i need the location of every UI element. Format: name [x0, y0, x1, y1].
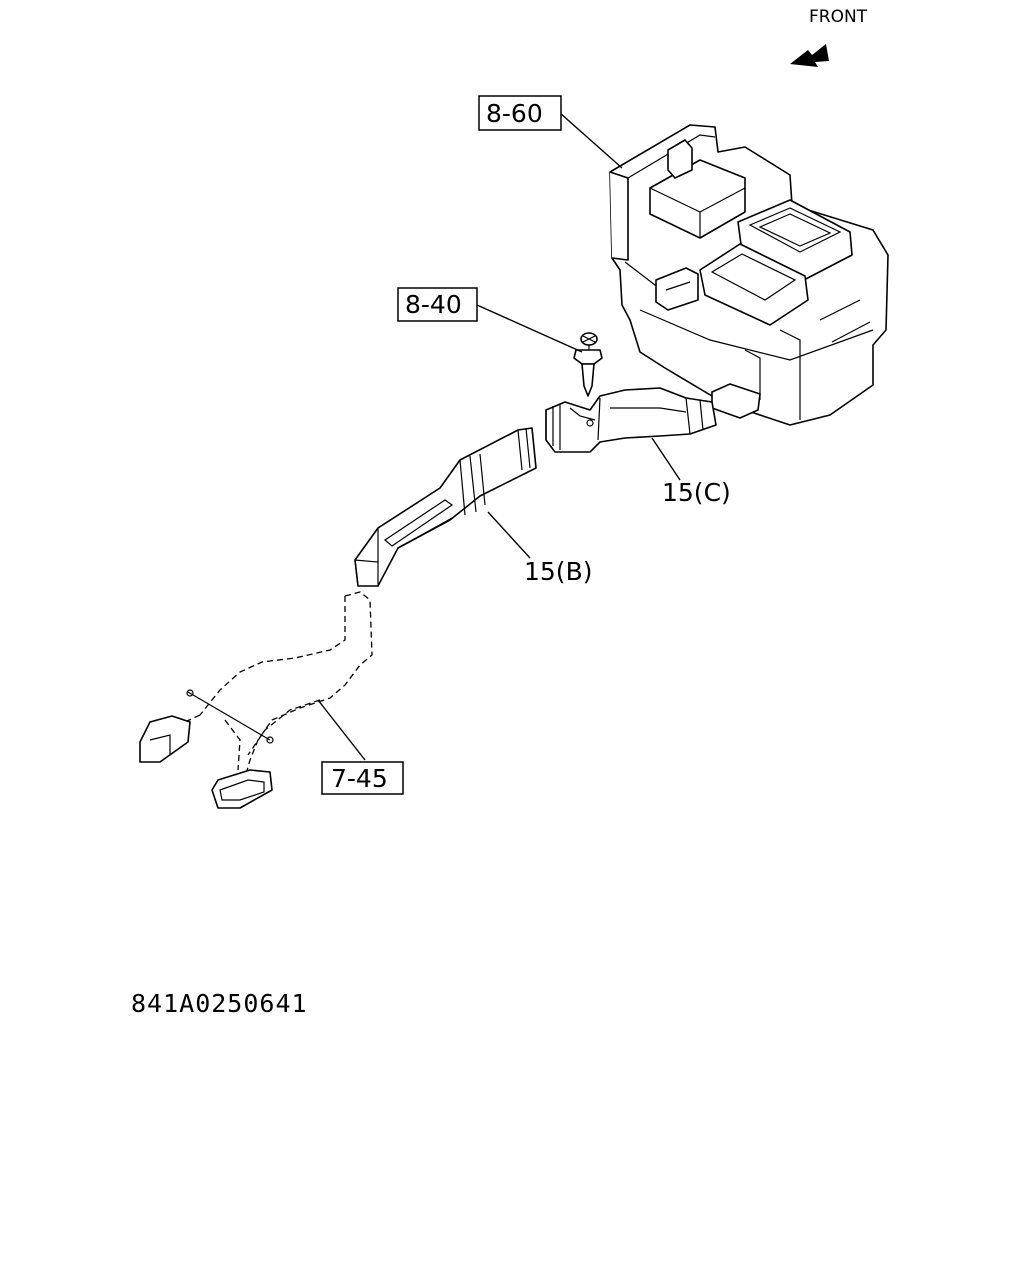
- callout-duct-c[interactable]: 15(C): [662, 478, 731, 507]
- duct-b: [354, 427, 537, 587]
- svg-text:7-45: 7-45: [331, 764, 388, 793]
- front-label: FRONT: [809, 7, 868, 27]
- clip-fastener: [573, 332, 603, 397]
- callout-duct-b[interactable]: 15(B): [524, 557, 592, 586]
- svg-text:8-60: 8-60: [486, 99, 543, 128]
- leader-duct-b: [487, 511, 531, 559]
- diagram-code: 841A0250641: [131, 989, 308, 1018]
- heater-unit: [609, 124, 889, 426]
- callout-rear-duct[interactable]: 7-45: [321, 761, 404, 795]
- leader-heater-unit: [559, 112, 623, 169]
- leader-duct-c: [651, 437, 681, 481]
- callout-heater-unit[interactable]: 8-60: [478, 95, 562, 131]
- front-arrow-icon: [790, 44, 829, 67]
- rear-duct: [139, 591, 373, 809]
- callout-clip[interactable]: 8-40: [397, 287, 478, 322]
- svg-text:8-40: 8-40: [405, 290, 462, 319]
- leader-clip: [476, 304, 583, 353]
- duct-c: [545, 387, 717, 453]
- leader-rear-duct: [317, 699, 366, 761]
